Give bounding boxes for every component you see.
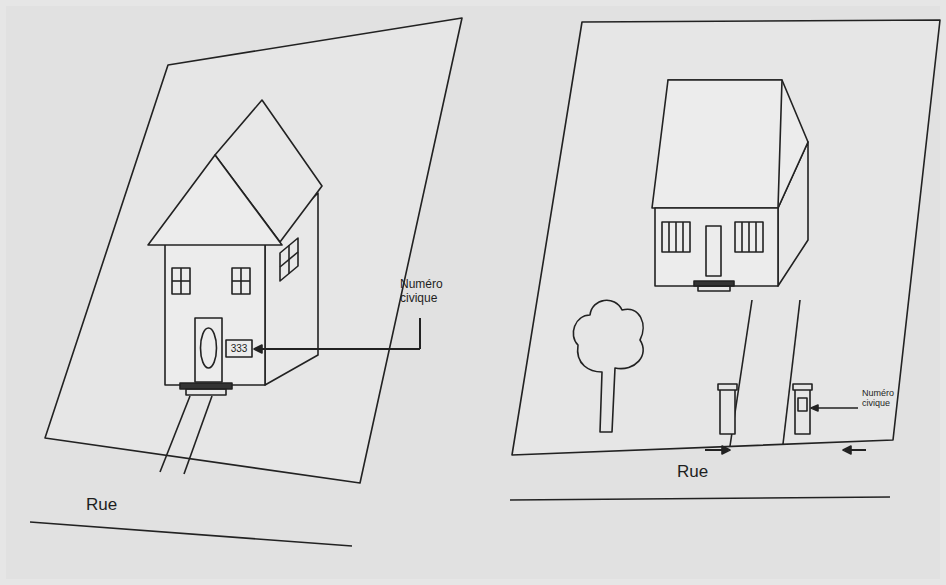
house-number: 333	[231, 343, 248, 355]
street-label: Rue	[677, 462, 708, 482]
street-label: Rue	[86, 495, 117, 515]
callout-label: Numéro civique	[400, 278, 462, 306]
callout-label: Numéro civique	[862, 388, 914, 409]
